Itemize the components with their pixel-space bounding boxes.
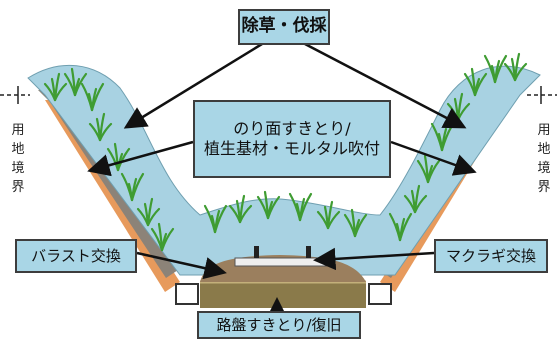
left-boundary-text: 用地境界 (11, 123, 25, 195)
grass-tuft (43, 72, 68, 102)
grass-tuft (288, 192, 313, 222)
grass-tuft (120, 172, 145, 202)
grass-tuft (256, 190, 281, 220)
arrow-middle-to-left-slope (87, 140, 194, 177)
arrow-middle-to-right-slope (390, 140, 477, 176)
grass-tuft (203, 204, 228, 234)
sleeper-exchange-label: マクラギ交換 (434, 239, 548, 273)
roadbed (200, 282, 366, 308)
grass-tuft (416, 154, 441, 184)
grass-tuft (88, 112, 113, 142)
slope-work-label: のり面すきとり/ 植生基材・モルタル吹付 (193, 100, 391, 178)
grass-tuft (316, 200, 341, 230)
grass-tuft (80, 82, 105, 112)
grass-tuft (343, 208, 368, 238)
right-rail (306, 246, 311, 258)
right-boundary-text: 用地境界 (537, 123, 551, 195)
slope-work-line2: 植生基材・モルタル吹付 (203, 139, 380, 158)
grass-tuft (503, 52, 528, 82)
grass-tuft (483, 54, 508, 84)
arrow-top-to-left-slope (123, 42, 263, 129)
grass-tuft (403, 184, 428, 214)
arrow-ballast (136, 251, 227, 280)
roadbed-label: 路盤すきとり/復旧 (197, 311, 361, 339)
arrow-top-to-right-slope (304, 42, 467, 129)
left-rail (254, 246, 259, 258)
sleeper (234, 257, 328, 267)
weeding-cutting-label: 除草・伐採 (238, 9, 330, 45)
ballast-exchange-label: バラスト交換 (15, 239, 137, 273)
left-ditch (175, 283, 199, 305)
grass-tuft (63, 67, 88, 97)
grass-tuft (136, 197, 161, 227)
right-ditch (368, 283, 392, 305)
grass-tuft (463, 67, 488, 97)
grass-tuft (388, 212, 413, 242)
arrow-sleeper (313, 247, 435, 271)
grass-tuft (228, 194, 253, 224)
left-gravel-layer (38, 88, 178, 278)
grass-tuft (150, 222, 175, 252)
slope-work-line1: のり面すきとり/ (233, 119, 351, 138)
